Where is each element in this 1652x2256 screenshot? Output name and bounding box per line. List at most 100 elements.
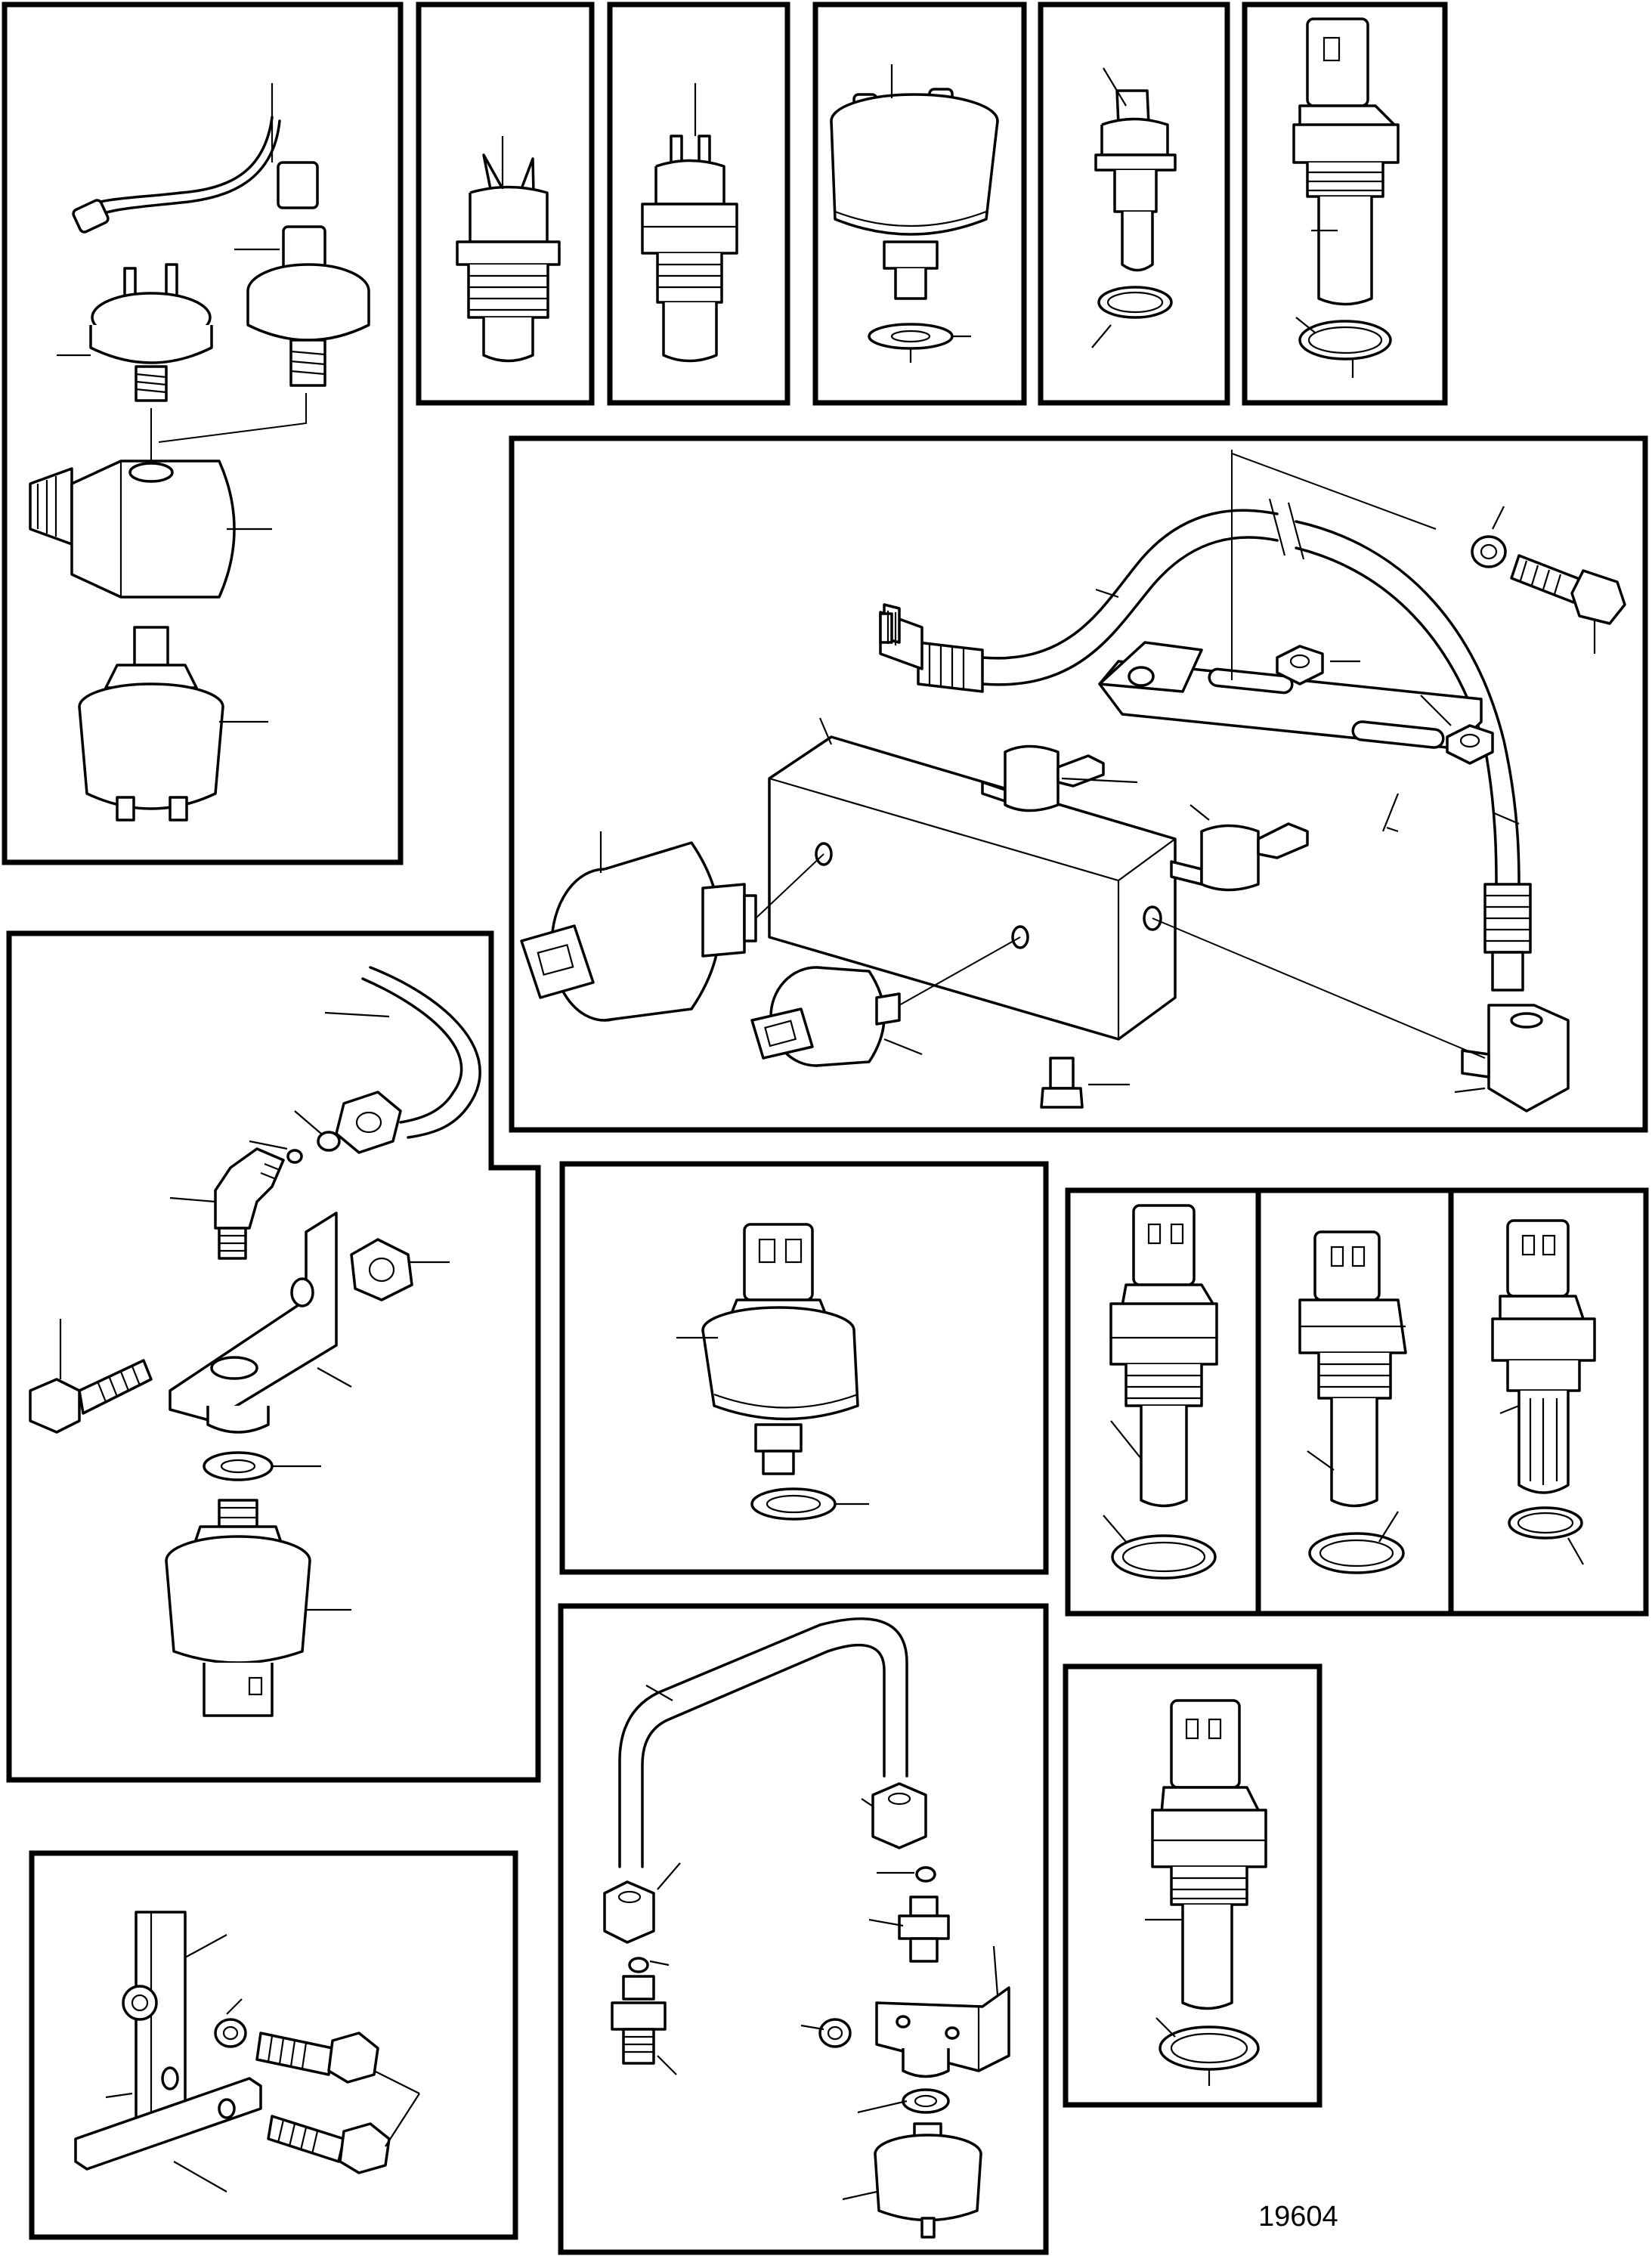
panel-single-blade-sensor	[1038, 2, 1230, 406]
rubber-mount	[1170, 822, 1309, 892]
thread-lines	[219, 1506, 257, 1519]
bolt-threads	[1519, 560, 1562, 595]
washer-hole	[827, 2025, 843, 2041]
washer-hole	[914, 2094, 938, 2108]
base-plate	[74, 2077, 262, 2171]
sensor-body	[469, 185, 549, 243]
panel-connector-temp-sensor	[1242, 2, 1448, 406]
leader-line	[1091, 324, 1112, 348]
sender-thread	[894, 268, 927, 300]
panel-connector-pressure-sender	[559, 1161, 1049, 1575]
leader-line	[1103, 67, 1127, 107]
connector-housing	[743, 1223, 814, 1301]
leader-line	[1454, 1087, 1486, 1094]
bolt-head	[327, 2032, 379, 2084]
bracket-hole	[945, 2026, 960, 2040]
spacer	[902, 2048, 950, 2078]
mount-stud	[1056, 754, 1105, 788]
bolt-shank	[78, 1359, 153, 1415]
leader-line	[1499, 1404, 1520, 1415]
sensor-hex	[1292, 123, 1400, 164]
connector-housing	[1313, 1230, 1381, 1301]
thread-lines	[219, 1234, 246, 1252]
sensor-hex	[1109, 1302, 1218, 1366]
sensor-probe	[1330, 1398, 1378, 1508]
panel-frame	[416, 2, 595, 406]
union-thread	[909, 1895, 939, 1917]
panel-frame	[1038, 2, 1230, 406]
sender-terminal	[169, 796, 188, 822]
sender-thread	[218, 1499, 258, 1528]
hose-thread	[1491, 951, 1524, 992]
sensor-hex	[456, 240, 561, 266]
leader-line	[373, 2070, 420, 2094]
sensor-body	[654, 159, 725, 206]
compression-olive	[317, 1131, 341, 1152]
union-nut	[603, 1880, 655, 1944]
pressure-switch-right	[246, 225, 370, 387]
sender-rim	[834, 210, 987, 227]
adapter-port	[128, 462, 174, 483]
sender-connector	[203, 1663, 274, 1717]
sender-rim	[713, 1393, 858, 1409]
connector-housing	[1170, 1699, 1241, 1789]
leader-line	[818, 717, 833, 745]
ring-hole	[1121, 1541, 1206, 1573]
sensor-probe	[1140, 1406, 1188, 1508]
flange-nut	[350, 1238, 413, 1301]
panel-pressure-sender	[812, 2, 1027, 406]
bracket-slot	[1208, 667, 1294, 695]
pipe	[618, 1617, 908, 1868]
wire-harness	[89, 119, 281, 221]
sender-body	[830, 120, 999, 236]
hose	[1295, 520, 1521, 886]
nut-hole	[355, 1111, 382, 1134]
washer	[214, 2018, 247, 2048]
elbow-threads	[260, 1162, 280, 1181]
leader-line	[992, 1945, 999, 1996]
panel-pressure-switch-assembly	[2, 2, 404, 865]
hose-fitting	[917, 641, 984, 693]
fitting-threads	[886, 611, 897, 645]
sealing-washer	[868, 323, 954, 350]
thread-lines	[1126, 1374, 1202, 1400]
assembly-line	[158, 393, 307, 443]
leader-line	[1103, 1515, 1127, 1543]
leader-line	[1155, 2017, 1176, 2038]
washer-hole	[220, 1459, 256, 1474]
nut-hole	[1289, 654, 1310, 669]
panel-connector-temp-sensor-d	[1063, 1663, 1323, 2108]
bolt-head	[29, 1378, 81, 1434]
elbow-port	[1510, 1012, 1543, 1029]
panel-connector-temp-sensor-a	[1065, 1187, 1261, 1617]
flange-nut	[1276, 645, 1324, 685]
ring-hole	[1170, 2032, 1248, 2064]
leader-line	[1567, 1537, 1584, 1565]
bolt-shank	[267, 2115, 345, 2163]
sensor-body	[1100, 117, 1169, 156]
hose-thread	[879, 612, 893, 644]
leader-line	[169, 1196, 216, 1203]
leader-line	[1492, 506, 1505, 530]
panel-connector-temp-sensor-b	[1255, 1187, 1454, 1617]
leader-line	[226, 1998, 243, 2015]
leader-line	[1295, 317, 1316, 333]
panel-bolts-bracket	[29, 1850, 518, 2240]
panel-frame	[1063, 1663, 1323, 2108]
nut-hole	[887, 1792, 911, 1806]
connector-latch	[248, 1676, 263, 1696]
washer-hole	[766, 1494, 821, 1514]
ring-hole	[1319, 1539, 1394, 1567]
panel-frame	[812, 2, 1027, 406]
bracket-hole	[210, 1356, 258, 1380]
sensor-probe	[1181, 1905, 1233, 2010]
flange-nut	[1446, 724, 1494, 765]
mount-stud	[1257, 822, 1309, 859]
tube	[361, 977, 463, 1124]
leader-line	[1095, 588, 1119, 599]
panel-remote-sensor-bracket	[6, 930, 541, 1783]
panel-connector-temp-sensor-c	[1448, 1187, 1649, 1617]
sensor-probe	[662, 302, 718, 363]
union-hex	[611, 2001, 667, 2031]
leader-line	[249, 1140, 288, 1150]
